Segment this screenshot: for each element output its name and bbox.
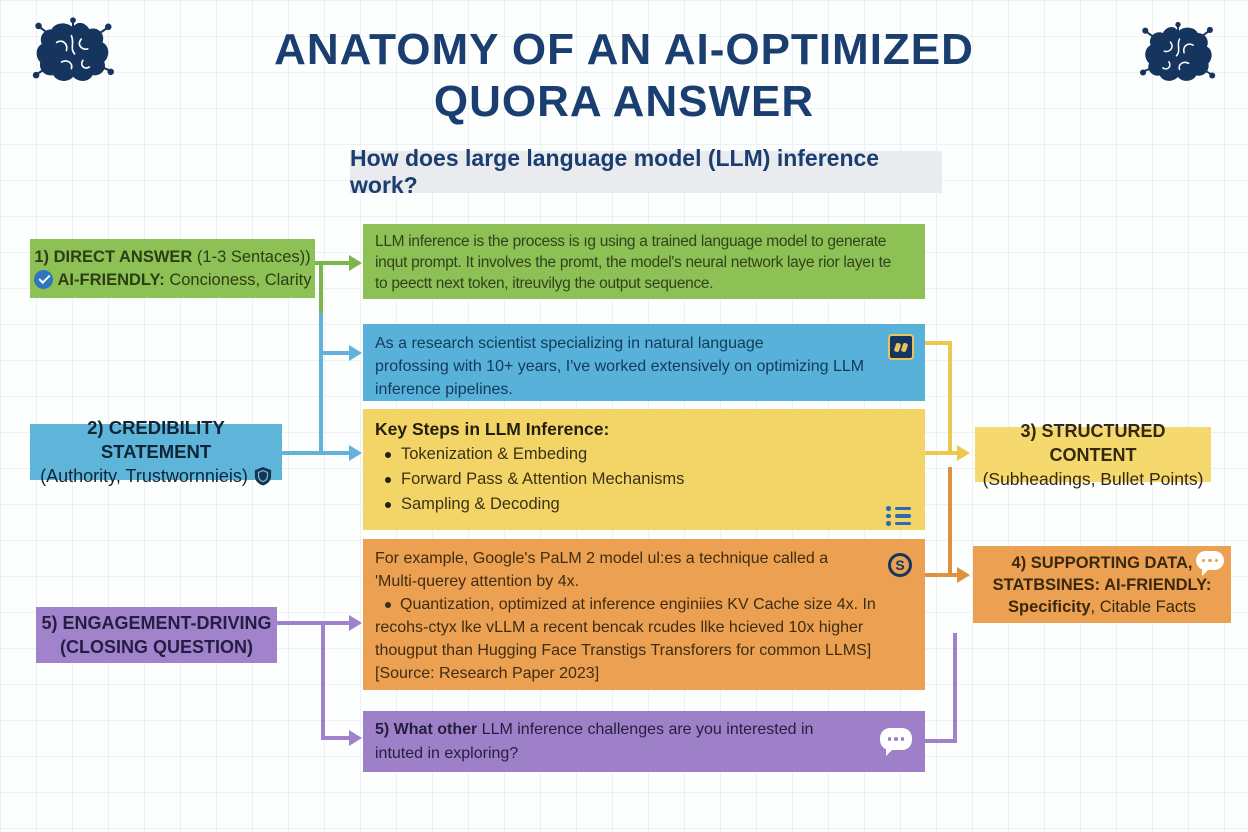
connector-closing-left-arrowhead1 bbox=[349, 615, 362, 631]
label-structured-content: 3) STRUCTURED CONTENT (Subheadings, Bull… bbox=[975, 421, 1211, 489]
credibility-line: inference pipelines. bbox=[375, 381, 513, 398]
label-supporting-line2: STATBSINES: AI-FRIENDLY: bbox=[992, 575, 1212, 594]
label-supporting-line1: 4) SUPPORTING DATA, bbox=[1011, 553, 1193, 572]
supporting-line: recohs-ctyx lke vLLM a recent bencak rcu… bbox=[375, 619, 864, 636]
page-title-line2: QUORA ANSWER bbox=[433, 77, 815, 126]
bullet-list-icon bbox=[886, 503, 912, 529]
supporting-line: 'Multi-querey attention by 4x. bbox=[375, 573, 580, 590]
connector-supporting-right-v bbox=[948, 467, 952, 575]
label-supporting-line3-bold: Specificity bbox=[1007, 597, 1091, 616]
label-direct-title-note: (1-3 Sentaces)) bbox=[192, 247, 311, 266]
label-closing-line2: (CLOSING QUESTION) bbox=[60, 637, 253, 657]
label-credibility-sub: (Authority, Trustwornnieis) bbox=[40, 466, 248, 486]
connector-closing-left-h2 bbox=[321, 736, 351, 740]
label-structured-sub: (Subheadings, Bullet Points) bbox=[982, 468, 1204, 489]
connector-trunk-green bbox=[319, 261, 323, 313]
label-engagement-driving: 5) ENGAGEMENT-DRIVING (CLOSING QUESTION) bbox=[36, 607, 277, 663]
connector-supporting-right-h bbox=[925, 573, 958, 577]
connector-direct-arrowhead bbox=[349, 255, 362, 271]
label-structured-title: 3) STRUCTURED CONTENT bbox=[1020, 420, 1166, 465]
label-supporting-data: 4) SUPPORTING DATA, STATBSINES: AI-FRIEN… bbox=[973, 546, 1231, 623]
structured-bullet: Forward Pass & Attention Mechanisms bbox=[375, 467, 913, 492]
closing-bold: 5) What other bbox=[375, 721, 478, 738]
label-direct-title: 1) DIRECT ANSWER bbox=[34, 247, 193, 266]
speech-bubble-icon bbox=[880, 728, 912, 756]
quote-badge-icon bbox=[888, 334, 914, 360]
credibility-line: As a research scientist specializing in … bbox=[375, 335, 764, 352]
label-direct-sub: Concioness, Clarity bbox=[164, 270, 312, 289]
connector-credibility-arrowhead bbox=[349, 345, 362, 361]
source-badge-icon: S bbox=[888, 553, 912, 577]
structured-bullet-list: Tokenization & Embeding Forward Pass & A… bbox=[375, 442, 913, 517]
connector-closing-left-v bbox=[321, 621, 325, 740]
connector-closing-right-v bbox=[953, 633, 957, 743]
supporting-line: For example, Google's PaLM 2 model ul:es… bbox=[375, 550, 829, 567]
closing-question-box: 5) What other LLM inference challenges a… bbox=[363, 711, 925, 772]
connector-structured-left bbox=[281, 451, 351, 455]
question-text: How does large language model (LLM) infe… bbox=[350, 145, 880, 198]
supporting-data-box: For example, Google's PaLM 2 model ul:es… bbox=[363, 539, 925, 690]
connector-direct bbox=[315, 261, 351, 265]
label-credibility-title: 2) CREDIBILITY STATEMENT bbox=[87, 417, 225, 462]
supporting-bullet-line: Quantization, optimized at inference eng… bbox=[375, 593, 913, 616]
connector-closing-left-arrowhead2 bbox=[349, 730, 362, 746]
question-bar: How does large language model (LLM) infe… bbox=[350, 145, 942, 198]
connector-structured-right-h1 bbox=[925, 341, 952, 345]
connector-trunk-blue bbox=[319, 313, 323, 455]
direct-answer-line: to peectt next token, itreuvilyg the out… bbox=[375, 275, 714, 292]
credibility-line: profossing with 10+ years, I've worked e… bbox=[375, 358, 865, 375]
label-supporting-line3: , Citable Facts bbox=[1090, 597, 1196, 616]
structured-heading: Key Steps in LLM Inference: bbox=[375, 419, 610, 439]
label-direct-sub-bold: AI-FRIENDLY: bbox=[57, 270, 165, 289]
page-title-line1: ANATOMY OF AN AI-OPTIMIZED bbox=[274, 25, 974, 74]
structured-content-box: Key Steps in LLM Inference: Tokenization… bbox=[363, 409, 925, 530]
brain-circuit-icon bbox=[32, 17, 114, 81]
connector-closing-right-h bbox=[925, 739, 957, 743]
credibility-statement-box: As a research scientist specializing in … bbox=[363, 324, 925, 401]
supporting-source-line: [Source: Research Paper 2023] bbox=[375, 665, 600, 682]
checkmark-icon bbox=[33, 269, 53, 289]
direct-answer-box: LLM inference is the process is ıg using… bbox=[363, 224, 925, 299]
connector-supporting-right-arrowhead bbox=[957, 567, 970, 583]
source-badge-glyph: S bbox=[895, 557, 905, 573]
structured-bullet: Sampling & Decoding bbox=[375, 492, 913, 517]
connector-credibility bbox=[321, 351, 351, 355]
structured-bullet: Tokenization & Embeding bbox=[375, 442, 913, 467]
direct-answer-line: inqut prompt. It involves the promt, the… bbox=[375, 254, 891, 271]
connector-structured-right-v bbox=[948, 341, 952, 455]
closing-line1: LLM inference challenges are you interes… bbox=[477, 721, 814, 738]
supporting-line: thougput than Hugging Face Transtigs Tra… bbox=[375, 642, 872, 659]
label-closing-line1: 5) ENGAGEMENT-DRIVING bbox=[41, 613, 272, 633]
connector-closing-left-h1 bbox=[277, 621, 351, 625]
connector-structured-right-h2 bbox=[925, 451, 958, 455]
page-title: ANATOMY OF AN AI-OPTIMIZED QUORA ANSWER bbox=[0, 24, 1248, 128]
closing-line2: intuted in exploring? bbox=[375, 745, 519, 762]
label-direct-answer: 1) DIRECT ANSWER (1-3 Sentaces)) AI-FRIE… bbox=[30, 239, 315, 298]
brain-circuit-icon bbox=[1140, 22, 1216, 81]
speech-bubble-icon bbox=[1196, 551, 1224, 576]
label-credibility-statement: 2) CREDIBILITY STATEMENT (Authority, Tru… bbox=[30, 417, 282, 486]
connector-structured-right-arrowhead bbox=[957, 445, 970, 461]
connector-structured-left-arrowhead bbox=[349, 445, 362, 461]
direct-answer-line: LLM inference is the process is ıg using… bbox=[375, 233, 887, 250]
shield-icon bbox=[254, 467, 271, 486]
